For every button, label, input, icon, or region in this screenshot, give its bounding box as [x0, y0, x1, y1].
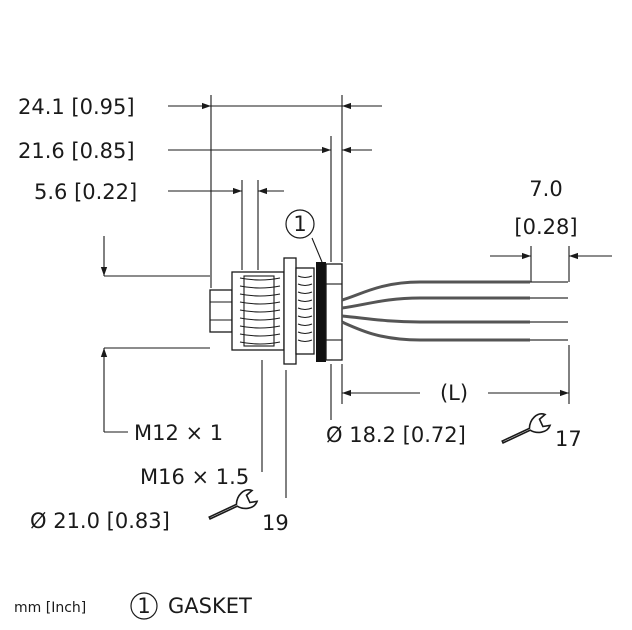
nut-wrench-size: 19 — [262, 511, 289, 535]
lead-strip-mm-label: 7.0 — [529, 177, 562, 201]
legend-label: GASKET — [168, 594, 252, 618]
connector-body — [209, 257, 343, 365]
wrench-icon — [208, 489, 259, 520]
m12-thread — [239, 275, 281, 347]
units-note: mm [Inch] — [14, 600, 86, 616]
gasket-callout: 1 — [285, 209, 315, 239]
panel-thread-label: M16 × 1.5 — [140, 465, 249, 489]
overall-length-label: 24.1 [0.95] — [18, 95, 135, 119]
lead-strip-in-label: [0.28] — [514, 215, 577, 239]
wrench-icon — [501, 413, 552, 444]
front-thread-label: M12 × 1 — [134, 421, 223, 445]
gasket — [316, 262, 326, 362]
rear-flange — [325, 263, 343, 361]
svg-text:1: 1 — [137, 594, 150, 618]
callout-marker: 1 — [293, 212, 306, 236]
lead-length-label: (L) — [440, 381, 468, 405]
gasket-diameter-label: Ø 18.2 [0.72] — [326, 423, 466, 447]
panel-nut — [283, 257, 297, 365]
front-length-label: 5.6 [0.22] — [34, 180, 137, 204]
dimension-lines — [100, 95, 612, 498]
flange-wrench-size: 17 — [555, 427, 582, 451]
nut-diameter-label: Ø 21.0 [0.83] — [30, 509, 170, 533]
length-to-gasket-label: 21.6 [0.85] — [18, 139, 135, 163]
legend-marker: 1 — [130, 592, 158, 620]
wire-leads — [341, 280, 568, 342]
